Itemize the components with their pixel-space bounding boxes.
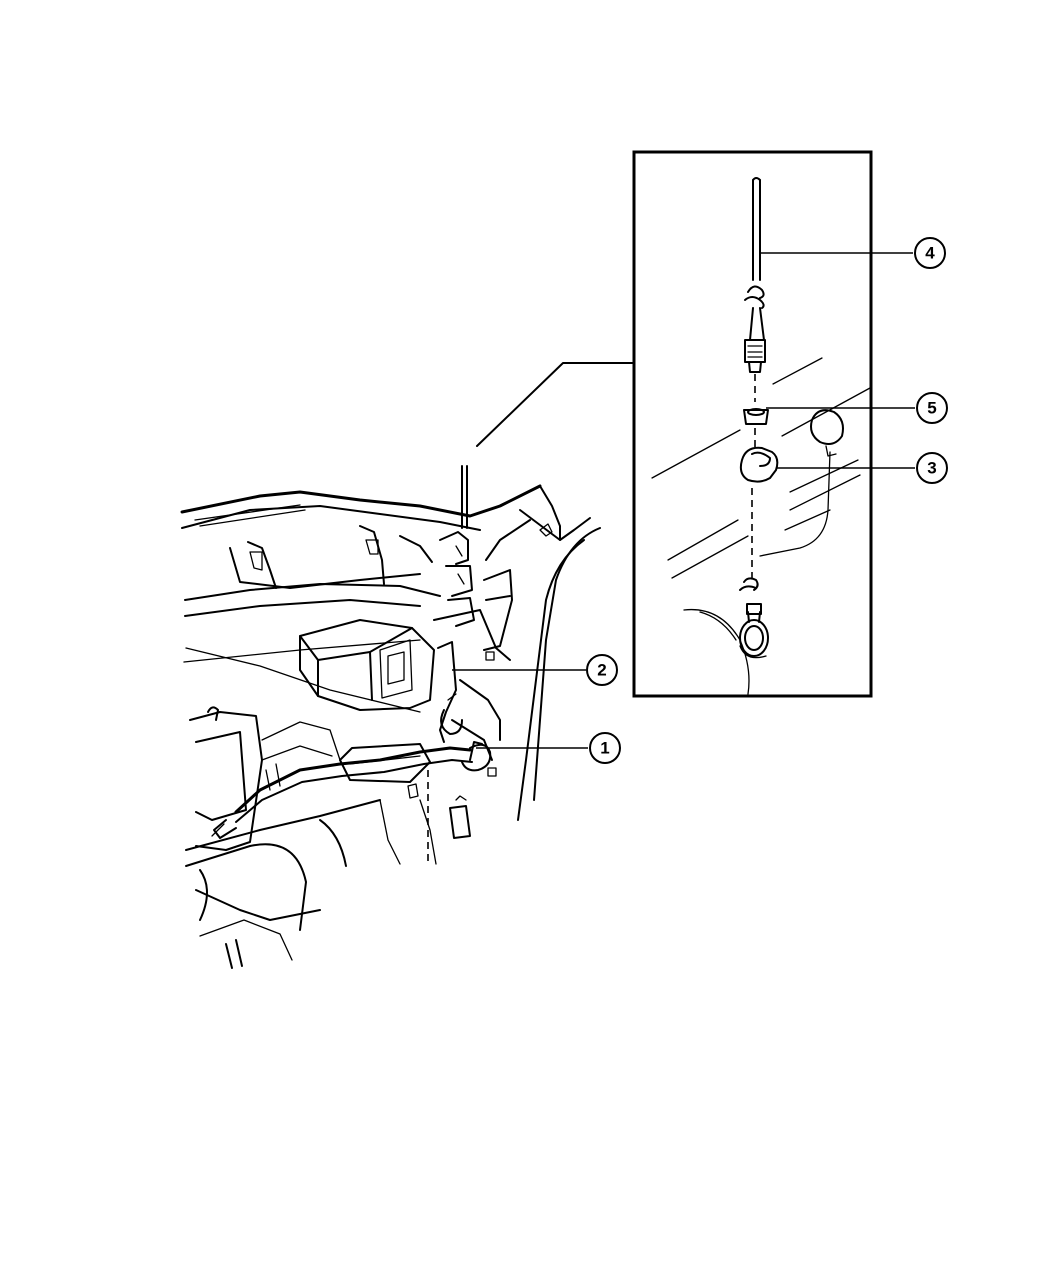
vehicle-fender-view [180,465,601,969]
callout-5-label: 5 [927,399,936,418]
antenna-adapter-drawing [739,446,779,483]
antenna-nut-drawing [743,408,769,425]
inset-pointer-line [476,362,635,447]
callout-4: 4 [914,237,946,269]
callout-2-circle [586,654,618,686]
antenna-base-drawing [739,603,769,659]
callout-4-circle [914,237,946,269]
callout-3: 3 [916,452,948,484]
antenna-cap-drawing [810,409,844,457]
callout-1-label: 1 [600,739,609,758]
callout-1: 1 [589,732,621,764]
callout-1-circle [589,732,621,764]
antenna-mast-drawing [744,177,766,373]
callout-5: 5 [916,392,948,424]
callout-5-circle [916,392,948,424]
detail-inset [632,150,873,698]
callout-2: 2 [586,654,618,686]
leader-lines [452,252,915,749]
callout-3-label: 3 [927,459,936,478]
callout-3-circle [916,452,948,484]
callout-4-label: 4 [925,244,935,263]
callout-2-label: 2 [597,661,606,680]
antenna-cable-drawing [211,741,492,839]
